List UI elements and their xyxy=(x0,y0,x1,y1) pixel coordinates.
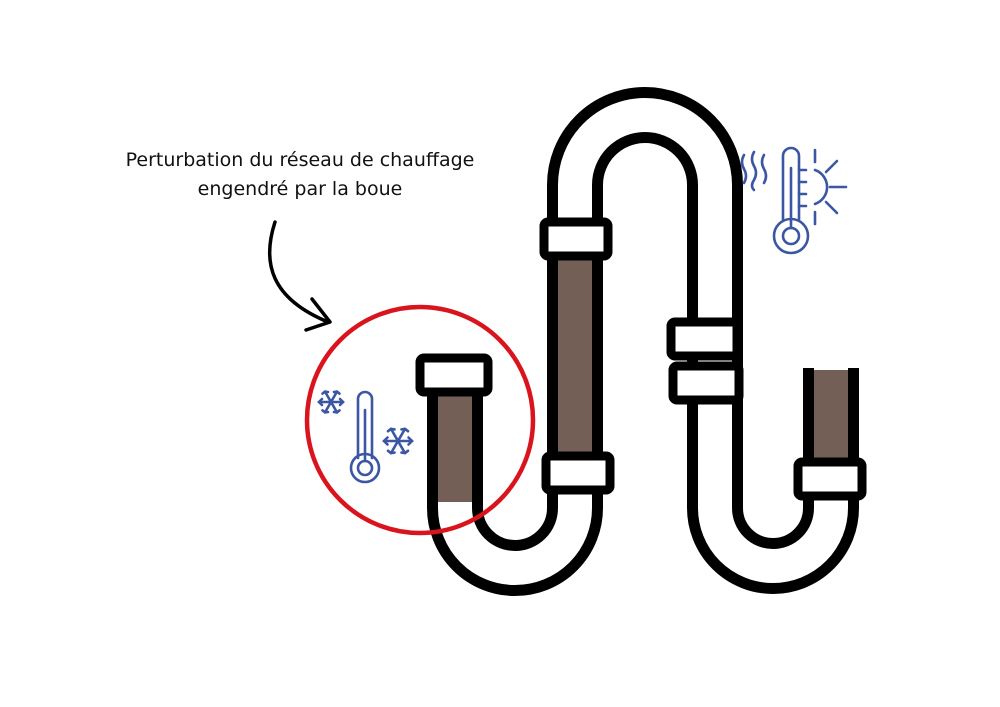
snowflake-icon xyxy=(317,390,345,414)
pipe-joint xyxy=(793,457,867,501)
pipe-joint xyxy=(541,451,615,495)
problem-highlight-circle xyxy=(304,304,536,536)
sludge-deposit-right xyxy=(814,370,848,468)
pipe-joint xyxy=(666,317,742,361)
thermometer-icon xyxy=(772,146,810,255)
snowflake-icon xyxy=(382,427,414,455)
pipe xyxy=(427,87,859,596)
sludge-deposits xyxy=(438,255,848,502)
pipe-end-cap-left xyxy=(415,353,493,397)
sludge-deposit-middle xyxy=(558,255,592,460)
annotation-line-1: Perturbation du réseau de chauffage xyxy=(125,149,475,171)
pipe-joints xyxy=(415,217,867,501)
sun-icon xyxy=(813,148,848,226)
pipe-joint xyxy=(668,361,744,405)
hot-indicator xyxy=(740,146,848,255)
thermometer-icon xyxy=(349,390,381,484)
heat-waves-icon xyxy=(740,150,768,192)
sludge-deposit-left xyxy=(438,392,472,502)
annotation-text: Perturbation du réseau de chauffage enge… xyxy=(60,146,540,204)
curved-arrow xyxy=(267,220,332,332)
pipe-joint xyxy=(539,217,613,261)
cold-indicator xyxy=(317,390,414,484)
annotation-line-2: engendré par la boue xyxy=(197,178,403,200)
